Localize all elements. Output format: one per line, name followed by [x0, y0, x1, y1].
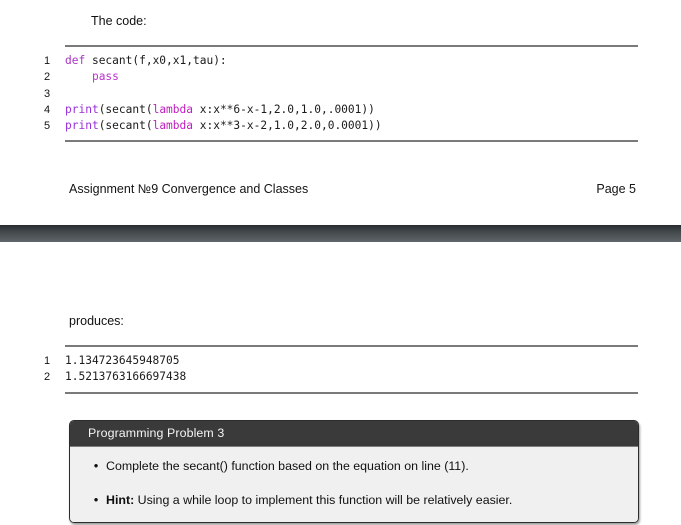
- output-lines: 1 1.134723645948705 2 1.5213763166697438: [44, 353, 638, 386]
- code-token-kw-lambda: lambda: [152, 102, 193, 116]
- code-line-source: pass: [65, 69, 638, 85]
- output-rule-top: [65, 345, 638, 347]
- problem-bullet-text: Hint: Using a while loop to implement th…: [106, 492, 513, 507]
- code-line-number: 2: [44, 371, 51, 384]
- code-line: 1 def secant(f,x0,x1,tau):: [44, 53, 638, 69]
- code-line-source: print(secant(lambda x:x**6-x-1,2.0,1.0,.…: [65, 102, 638, 118]
- code-line: 5 print(secant(lambda x:x**3-x-2,1.0,2.0,…: [44, 118, 638, 134]
- problem-bullet-item: • Hint: Using a while loop to implement t…: [86, 492, 622, 509]
- code-line: 4 print(secant(lambda x:x**6-x-1,2.0,1.0,…: [44, 102, 638, 118]
- code-token-plain: (secant(: [98, 119, 153, 133]
- code-token-plain: 1.5213763166697438: [65, 370, 187, 384]
- bullet-dot-icon: •: [93, 491, 99, 507]
- lead-in-the-code: The code:: [91, 14, 147, 28]
- footer-page-number: Page 5: [596, 182, 636, 196]
- code-line-number: 2: [44, 71, 51, 84]
- page-footer: Assignment №9 Convergence and Classes Pa…: [69, 182, 637, 196]
- code-token-plain: 1.134723645948705: [65, 354, 180, 367]
- code-line: 2 1.5213763166697438: [44, 369, 638, 385]
- footer-assignment-title: Assignment №9 Convergence and Classes: [69, 182, 309, 196]
- code-line-number: 1: [44, 355, 51, 367]
- problem-box-body: • Complete the secant() function based on…: [70, 446, 638, 522]
- code-token-kw-def: def: [65, 54, 86, 67]
- code-token-kw-pass: pass: [91, 70, 119, 84]
- code-line: 2 pass: [44, 69, 638, 85]
- code-line-source: print(secant(lambda x:x**3-x-2,1.0,2.0,0…: [65, 118, 638, 134]
- code-token-plain: (secant(: [98, 102, 153, 116]
- problem-bullet-text: Complete the secant() function based on …: [106, 459, 469, 473]
- page-separator-band: [0, 225, 681, 242]
- code-line-number: 3: [44, 87, 51, 100]
- code-token-fn-print: print: [65, 119, 99, 133]
- code-token-plain: x:x**6-x-1,2.0,1.0,.0001)): [193, 102, 375, 116]
- code-line-number: 5: [44, 120, 51, 133]
- problem-bullet-item: • Complete the secant() function based on…: [86, 458, 622, 475]
- code-line-source: 1.134723645948705: [65, 353, 638, 369]
- code-token-kw-lambda: lambda: [152, 119, 193, 133]
- listing-rule-top: [65, 45, 638, 47]
- bullet-dot-icon: •: [93, 458, 99, 473]
- code-token-plain: x:x**3-x-2,1.0,2.0,0.0001)): [193, 119, 382, 133]
- code-line-source: 1.5213763166697438: [65, 369, 638, 385]
- lead-in-produces: produces:: [69, 314, 124, 328]
- code-token-plain: secant(f,x0,x1,tau):: [85, 54, 227, 67]
- programming-problem-box: Programming Problem 3 • Complete the seca…: [69, 420, 639, 523]
- output-listing: 1 1.134723645948705 2 1.5213763166697438: [44, 345, 638, 394]
- code-line: 3: [44, 86, 638, 102]
- code-line-number: 4: [44, 103, 51, 116]
- output-rule-bottom: [65, 391, 638, 394]
- problem-bullet-label: Hint:: [106, 492, 135, 507]
- code-line-source: def secant(f,x0,x1,tau):: [65, 53, 638, 69]
- listing-rule-bottom: [65, 140, 638, 143]
- code-token-fn-print: print: [65, 102, 99, 116]
- problem-box-header: Programming Problem 3: [70, 421, 638, 446]
- code-line-number: 1: [44, 55, 51, 67]
- code-token-plain: [65, 70, 92, 83]
- code-line: 1 1.134723645948705: [44, 353, 638, 369]
